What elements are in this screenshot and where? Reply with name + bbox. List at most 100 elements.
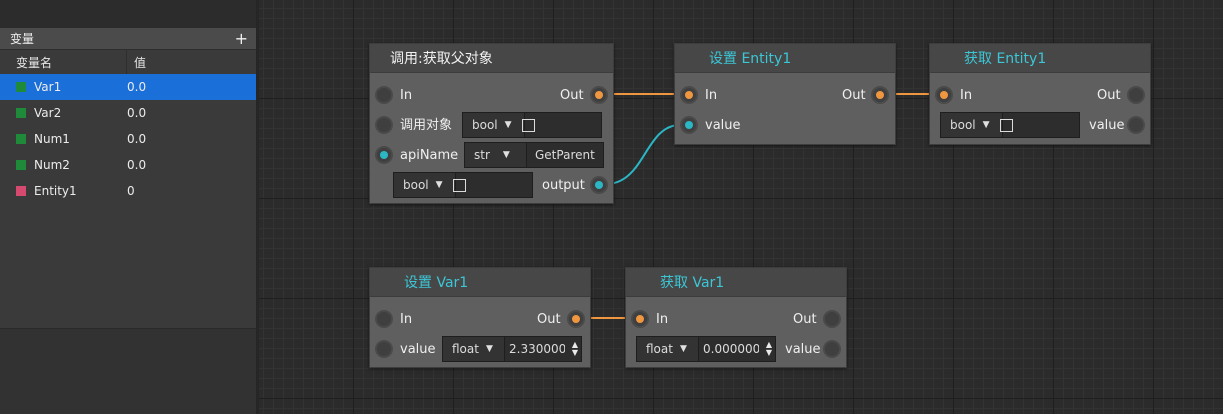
apiname-combo[interactable]: str ▼ GetParent bbox=[464, 142, 604, 168]
variable-name-cell: Entity1 bbox=[0, 184, 127, 198]
output-pin[interactable] bbox=[590, 176, 608, 194]
variable-name: Num1 bbox=[34, 132, 70, 146]
in-exec-pin[interactable] bbox=[375, 310, 393, 328]
node-get-entity1[interactable]: 获取 Entity1 In Out bool▼ value bbox=[929, 43, 1151, 145]
variable-value: 0.0 bbox=[127, 80, 147, 94]
target-type-combo[interactable]: bool ▼ bbox=[462, 112, 602, 138]
value-type-value: float bbox=[646, 342, 673, 356]
spinner-icon[interactable]: ▲▼ bbox=[571, 340, 578, 357]
apiname-type-select[interactable]: str ▼ bbox=[465, 143, 527, 167]
in-label: In bbox=[400, 88, 413, 103]
value-checkbox[interactable] bbox=[1000, 118, 1013, 132]
dropdown-arrow-icon: ▼ bbox=[485, 344, 493, 354]
value-number-input[interactable]: 2.330000 bbox=[509, 342, 565, 356]
panel-bottom-area bbox=[0, 328, 256, 414]
dropdown-arrow-icon: ▼ bbox=[679, 344, 687, 354]
output-label: output bbox=[542, 178, 585, 193]
in-exec-pin[interactable] bbox=[631, 310, 649, 328]
apiname-type-value: str bbox=[474, 148, 490, 162]
column-name[interactable]: 变量名 bbox=[0, 50, 127, 74]
add-variable-button[interactable]: + bbox=[234, 28, 248, 48]
node-get-var1[interactable]: 获取 Var1 In Out float ▼ 0.000000 ▲▼ value bbox=[625, 267, 847, 368]
variable-type-swatch bbox=[16, 134, 26, 144]
variable-type-swatch bbox=[16, 160, 26, 170]
variables-title: 变量 bbox=[10, 32, 35, 46]
in-exec-pin[interactable] bbox=[375, 86, 393, 104]
output-type-combo[interactable]: bool▼ bbox=[393, 172, 533, 198]
value-combo[interactable]: float▼ 2.330000 ▲▼ bbox=[442, 336, 582, 362]
dropdown-arrow-icon: ▼ bbox=[502, 150, 510, 160]
output-checkbox[interactable] bbox=[453, 178, 466, 192]
variable-name-cell: Num1 bbox=[0, 132, 127, 146]
out-exec-pin[interactable] bbox=[823, 310, 841, 328]
variable-name-cell: Num2 bbox=[0, 158, 127, 172]
out-label: Out bbox=[1097, 88, 1121, 103]
out-exec-pin[interactable] bbox=[567, 310, 585, 328]
in-label: In bbox=[960, 88, 973, 103]
out-exec-pin[interactable] bbox=[1127, 86, 1145, 104]
node-title: 获取 Var1 bbox=[626, 268, 846, 297]
value-pin[interactable] bbox=[375, 340, 393, 358]
in-label: In bbox=[400, 312, 413, 327]
in-label: In bbox=[705, 88, 718, 103]
target-checkbox[interactable] bbox=[522, 118, 535, 132]
variable-name: Num2 bbox=[34, 158, 70, 172]
out-label: Out bbox=[560, 88, 584, 103]
target-type-value: bool bbox=[472, 118, 498, 132]
apiname-value-input[interactable]: GetParent bbox=[535, 148, 595, 162]
in-exec-pin[interactable] bbox=[680, 86, 698, 104]
apiname-label: apiName bbox=[400, 148, 459, 163]
value-type-select[interactable]: float▼ bbox=[443, 337, 505, 361]
value-label: value bbox=[705, 118, 741, 133]
spinner-icon[interactable]: ▲▼ bbox=[765, 340, 772, 357]
value-combo[interactable]: float ▼ 0.000000 ▲▼ bbox=[636, 336, 776, 362]
variable-name-cell: Var1 bbox=[0, 80, 127, 94]
out-exec-pin[interactable] bbox=[871, 86, 889, 104]
value-label: value bbox=[785, 342, 821, 357]
node-set-entity1[interactable]: 设置 Entity1 In Out value bbox=[674, 43, 896, 145]
value-type-value: bool bbox=[950, 118, 976, 132]
in-label: In bbox=[656, 312, 669, 327]
value-type-combo[interactable]: bool▼ bbox=[940, 112, 1080, 138]
out-label: Out bbox=[537, 312, 561, 327]
value-pin[interactable] bbox=[680, 116, 698, 134]
target-pin[interactable] bbox=[375, 116, 393, 134]
dropdown-arrow-icon: ▼ bbox=[504, 120, 512, 130]
out-label: Out bbox=[842, 88, 866, 103]
variable-type-swatch bbox=[16, 82, 26, 92]
variables-column-header: 变量名 值 bbox=[0, 50, 256, 74]
out-label: Out bbox=[793, 312, 817, 327]
variable-type-swatch bbox=[16, 186, 26, 196]
output-type-select[interactable]: bool▼ bbox=[394, 173, 456, 197]
value-pin[interactable] bbox=[1127, 116, 1145, 134]
node-title: 设置 Var1 bbox=[370, 268, 590, 297]
apiname-pin[interactable] bbox=[375, 146, 393, 164]
panel-top-strip bbox=[0, 0, 256, 28]
target-label: 调用对象 bbox=[400, 118, 453, 133]
value-type-select[interactable]: bool▼ bbox=[941, 113, 1003, 137]
target-type-select[interactable]: bool ▼ bbox=[463, 113, 525, 137]
value-label: value bbox=[400, 342, 436, 357]
value-label: value bbox=[1089, 118, 1125, 133]
node-set-var1[interactable]: 设置 Var1 In Out value float▼ 2.330000 ▲▼ bbox=[369, 267, 591, 368]
node-title: 设置 Entity1 bbox=[675, 44, 895, 73]
variable-value: 0 bbox=[127, 184, 135, 198]
variables-header: 变量 + bbox=[0, 28, 256, 50]
panel-splitter[interactable] bbox=[256, 0, 259, 414]
in-exec-pin[interactable] bbox=[935, 86, 953, 104]
node-call-get-parent[interactable]: 调用:获取父对象 In Out 调用对象 bool▼ apiName str▼ … bbox=[369, 43, 614, 204]
value-number-input[interactable]: 0.000000 bbox=[703, 342, 759, 356]
variable-value: 0.0 bbox=[127, 106, 147, 120]
dropdown-arrow-icon: ▼ bbox=[435, 180, 443, 190]
out-exec-pin[interactable] bbox=[590, 86, 608, 104]
value-pin[interactable] bbox=[823, 340, 841, 358]
column-value[interactable]: 值 bbox=[134, 55, 147, 70]
value-type-select[interactable]: float ▼ bbox=[637, 337, 699, 361]
